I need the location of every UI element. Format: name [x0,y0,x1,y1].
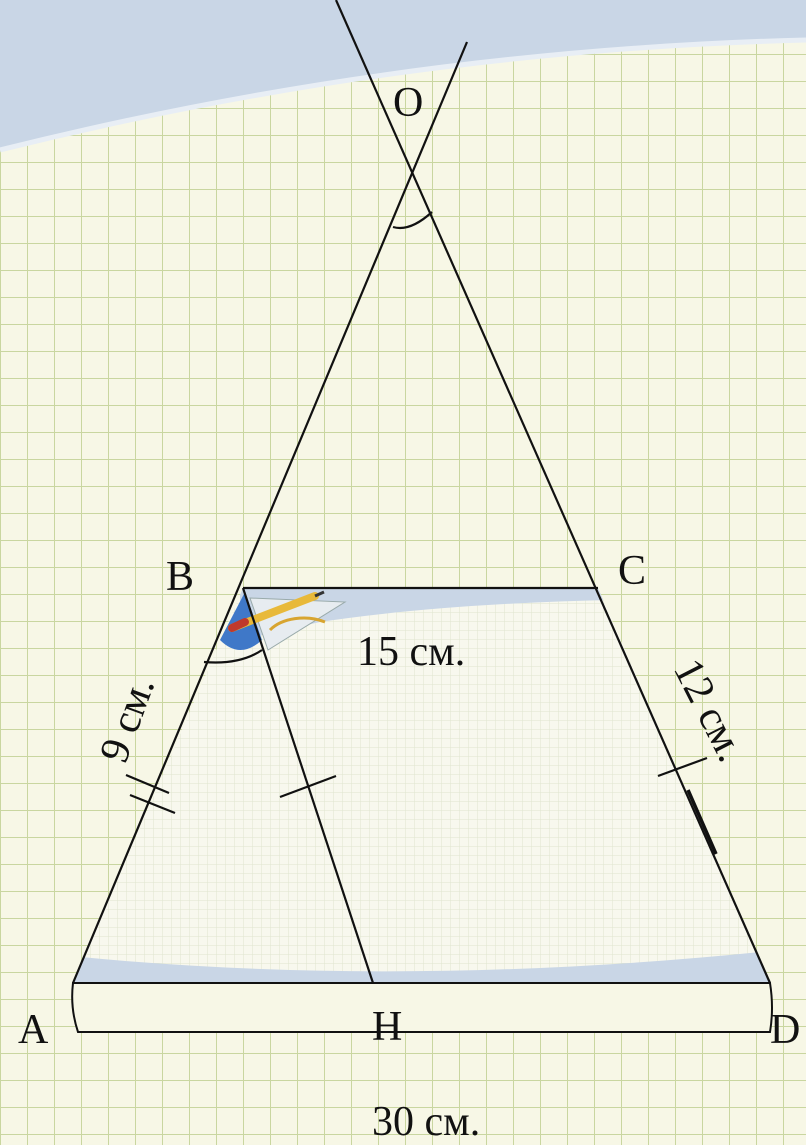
point-label-d: D [770,1007,800,1053]
pencil-and-protractor-icon [220,590,347,651]
length-label-ad: 30 см. [372,1099,480,1145]
tick-marks [125,756,708,815]
point-label-c: C [618,548,646,594]
top-band-edge [0,37,806,153]
tick-ab-2 [129,793,176,815]
base-strip [71,982,773,1033]
line-dc-extended [334,0,772,984]
angle-arc-b [203,649,263,664]
point-label-a: A [18,1007,49,1053]
trapezoid-lines [71,0,772,984]
point-label-h: H [372,1004,402,1050]
segment-cd-thick [686,789,718,855]
point-label-o: O [393,80,423,126]
line-ab-extended [71,41,469,984]
tick-bh [279,774,337,799]
angle-arc-o [392,211,433,230]
point-label-b: B [166,554,194,600]
length-label-bc: 15 см. [357,629,465,675]
tick-cd [657,756,708,778]
top-blue-band [0,0,806,150]
tick-ab-1 [125,773,170,795]
